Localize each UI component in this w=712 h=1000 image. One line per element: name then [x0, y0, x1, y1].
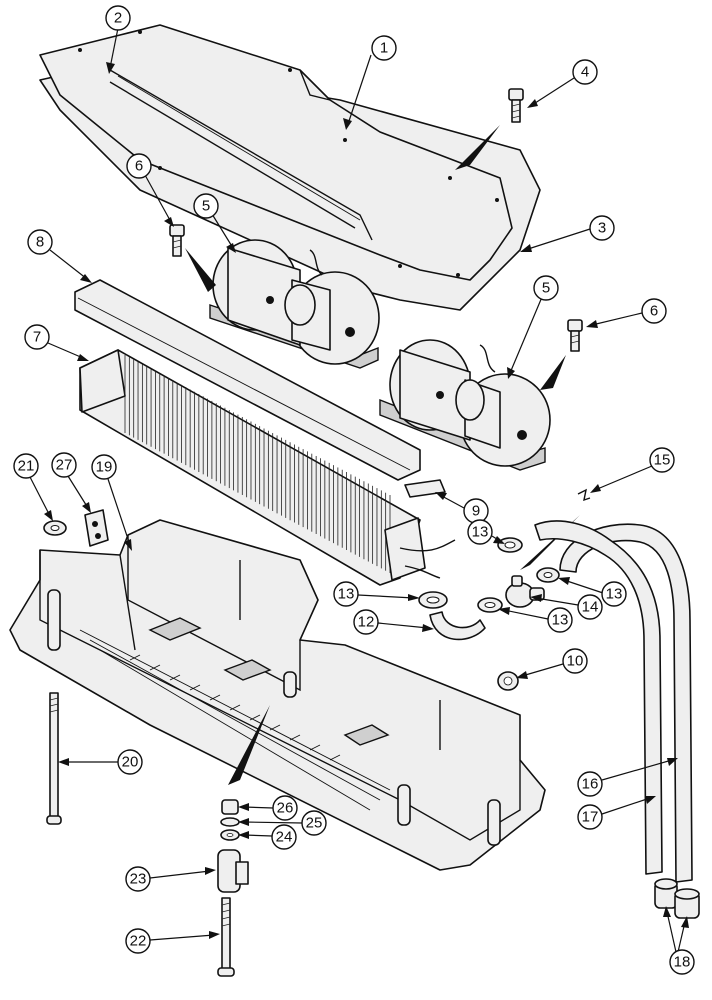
- callout-25-label: 25: [306, 815, 323, 832]
- callout-24-label: 24: [276, 829, 293, 846]
- callout-16-label: 16: [582, 776, 599, 793]
- washer-part-24: [220, 829, 240, 841]
- cover-screw-holes: [78, 30, 499, 277]
- callout-group: 1 2 3 4 5: [13, 5, 695, 975]
- callout-21-label: 21: [18, 458, 35, 475]
- blower-motor-right: [379, 339, 566, 471]
- screw-part-6-right: [567, 319, 583, 352]
- clamp-part-13-b: [497, 537, 523, 553]
- hose-part-16: [559, 523, 693, 883]
- callout-13-c: 13: [558, 577, 627, 607]
- clamp-part-13-d: [477, 597, 503, 613]
- callout-6-right-label: 6: [650, 303, 658, 320]
- callout-19-label: 19: [96, 459, 113, 476]
- callout-18: 18: [663, 906, 695, 975]
- callout-6-left-label: 6: [135, 158, 143, 175]
- heater-core-cover-plate-8: [74, 279, 421, 481]
- callout-1-label: 1: [380, 40, 388, 57]
- callout-13-a: 13: [333, 581, 420, 607]
- strip-part-9: [404, 479, 446, 498]
- callout-26-label: 26: [277, 800, 294, 817]
- callout-27: 27: [51, 452, 91, 513]
- callout-22: 22: [125, 928, 220, 954]
- callout-4: 4: [527, 59, 598, 108]
- callout-23-label: 23: [130, 871, 147, 888]
- callout-23: 23: [125, 866, 216, 892]
- valve-part-14: [505, 575, 545, 608]
- callout-5-right-label: 5: [542, 280, 550, 297]
- callout-8: 8: [27, 229, 92, 283]
- mount-part-23: [217, 849, 249, 893]
- callout-13-c-label: 13: [606, 586, 623, 603]
- callout-20: 20: [58, 749, 143, 775]
- callout-9: 9: [435, 492, 489, 524]
- screw-part-6-left: [169, 224, 185, 257]
- callout-27-label: 27: [56, 457, 73, 474]
- callout-15: 15: [590, 447, 675, 493]
- callout-5-left-label: 5: [202, 198, 210, 215]
- callout-18-label: 18: [674, 954, 691, 971]
- callout-15-label: 15: [654, 452, 671, 469]
- callout-24: 24: [238, 824, 297, 850]
- callout-5-left: 5: [193, 193, 236, 253]
- long-bolt-part-20: [46, 692, 62, 825]
- callout-16: 16: [577, 758, 678, 797]
- callout-3: 3: [520, 215, 615, 252]
- callout-1: 1: [343, 35, 397, 130]
- callout-2-label: 2: [114, 10, 122, 27]
- blower-motor-left: [185, 239, 380, 369]
- heater-core-fins: [124, 355, 391, 573]
- nut-part-26: [221, 799, 239, 815]
- callout-7-label: 7: [33, 329, 41, 346]
- callout-10: 10: [516, 648, 588, 679]
- clamp-part-13-a: [418, 591, 448, 609]
- callout-8-label: 8: [36, 234, 44, 251]
- callout-13-b: 13: [467, 519, 505, 545]
- callout-7: 7: [24, 324, 89, 361]
- callout-26: 26: [238, 795, 298, 821]
- hose-part-17: [534, 520, 663, 875]
- callout-13-a-label: 13: [338, 586, 355, 603]
- washer-part-25: [220, 817, 240, 827]
- callout-17: 17: [577, 796, 656, 830]
- callout-13-d-label: 13: [552, 612, 569, 629]
- callout-20-label: 20: [122, 754, 139, 771]
- callout-25: 25: [238, 810, 327, 836]
- callout-4-label: 4: [581, 64, 589, 81]
- washer-part-21: [43, 520, 67, 536]
- callout-21: 21: [13, 453, 53, 521]
- hose-part-12: [429, 611, 486, 641]
- lower-housing-19: [9, 519, 546, 871]
- callout-12-label: 12: [358, 614, 375, 631]
- callout-13-b-label: 13: [472, 524, 489, 541]
- callout-22-label: 22: [130, 933, 147, 950]
- callout-5-right: 5: [507, 275, 559, 379]
- heater-core-7: [79, 349, 456, 586]
- callout-2: 2: [105, 5, 131, 74]
- screw-part-4: [508, 88, 524, 123]
- callout-6-left: 6: [126, 153, 174, 227]
- callout-6-right: 6: [586, 298, 667, 328]
- callout-19: 19: [91, 454, 132, 551]
- stud-part-22: [217, 897, 235, 977]
- bracket-part-27: [84, 509, 109, 547]
- caps-part-18: [654, 878, 700, 919]
- callout-3-label: 3: [598, 220, 606, 237]
- plug-part-10: [497, 671, 519, 691]
- callout-10-label: 10: [567, 653, 584, 670]
- clip-part-15: [577, 488, 591, 502]
- clamp-part-13-c: [536, 567, 560, 583]
- callout-12: 12: [353, 609, 434, 635]
- top-cover-assembly: [39, 24, 541, 311]
- callout-13-d: 13: [498, 607, 573, 633]
- callout-17-label: 17: [582, 809, 599, 826]
- callout-14-label: 14: [582, 599, 599, 616]
- callout-9-label: 9: [472, 503, 480, 520]
- callout-14: 14: [530, 594, 603, 620]
